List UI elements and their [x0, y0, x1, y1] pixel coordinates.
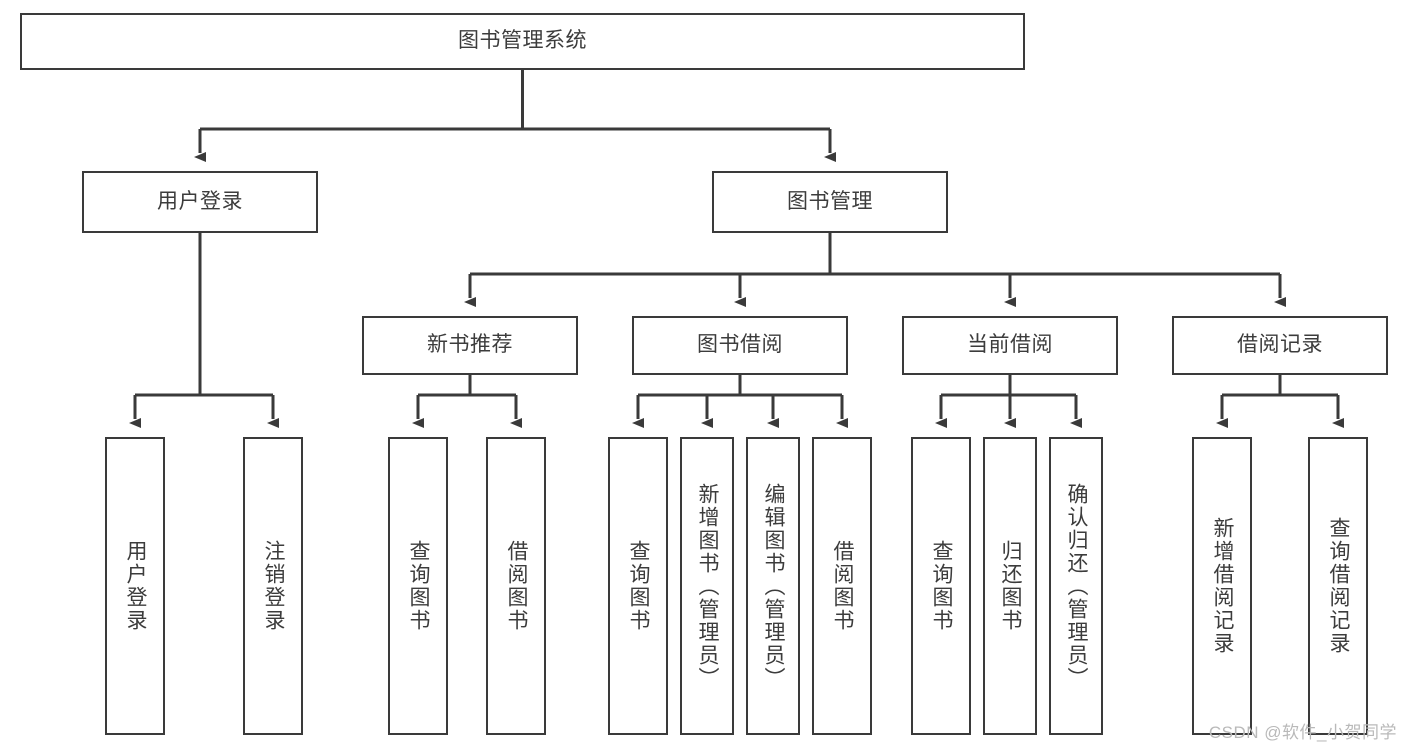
- node-label: 图书借阅: [697, 333, 783, 357]
- node-leaf-query-3[interactable]: 查询图书: [911, 437, 971, 735]
- node-user-login[interactable]: 用户登录: [82, 171, 318, 233]
- node-new-book-rec[interactable]: 新书推荐: [362, 316, 578, 375]
- node-leaf-logout[interactable]: 注销登录: [243, 437, 303, 735]
- node-label: 借阅记录: [1237, 333, 1323, 357]
- node-label: 确认归还（管理员）: [1065, 482, 1089, 690]
- node-label: 归还图书: [999, 540, 1023, 632]
- node-leaf-confirm[interactable]: 确认归还（管理员）: [1049, 437, 1103, 735]
- node-label: 用户登录: [124, 540, 148, 632]
- node-label: 新增图书（管理员）: [696, 482, 720, 690]
- node-leaf-return[interactable]: 归还图书: [983, 437, 1037, 735]
- node-label: 当前借阅: [967, 333, 1053, 357]
- node-label: 新增借阅记录: [1211, 517, 1235, 655]
- node-leaf-user-login[interactable]: 用户登录: [105, 437, 165, 735]
- node-label: 查询图书: [930, 540, 954, 632]
- node-label: 借阅图书: [505, 540, 529, 632]
- node-leaf-borrow-2[interactable]: 借阅图书: [812, 437, 872, 735]
- node-current-borrow[interactable]: 当前借阅: [902, 316, 1118, 375]
- node-leaf-edit-book[interactable]: 编辑图书（管理员）: [746, 437, 800, 735]
- node-leaf-add-rec[interactable]: 新增借阅记录: [1192, 437, 1252, 735]
- node-label: 借阅图书: [831, 540, 855, 632]
- node-label: 注销登录: [262, 540, 286, 632]
- node-book-borrow[interactable]: 图书借阅: [632, 316, 848, 375]
- node-label: 新书推荐: [427, 333, 513, 357]
- node-label: 图书管理系统: [458, 29, 587, 53]
- node-label: 图书管理: [787, 189, 873, 213]
- watermark-text: CSDN @软件_小贺同学: [1208, 723, 1397, 742]
- node-label: 编辑图书（管理员）: [762, 482, 786, 690]
- node-label: 查询借阅记录: [1327, 517, 1351, 655]
- node-leaf-query-1[interactable]: 查询图书: [388, 437, 448, 735]
- node-label: 查询图书: [407, 540, 431, 632]
- node-root[interactable]: 图书管理系统: [20, 13, 1025, 70]
- node-leaf-query-rec[interactable]: 查询借阅记录: [1308, 437, 1368, 735]
- node-leaf-add-book[interactable]: 新增图书（管理员）: [680, 437, 734, 735]
- node-leaf-borrow-1[interactable]: 借阅图书: [486, 437, 546, 735]
- node-label: 查询图书: [627, 540, 651, 632]
- node-borrow-record[interactable]: 借阅记录: [1172, 316, 1388, 375]
- node-leaf-query-2[interactable]: 查询图书: [608, 437, 668, 735]
- node-book-manage[interactable]: 图书管理: [712, 171, 948, 233]
- node-label: 用户登录: [157, 189, 243, 213]
